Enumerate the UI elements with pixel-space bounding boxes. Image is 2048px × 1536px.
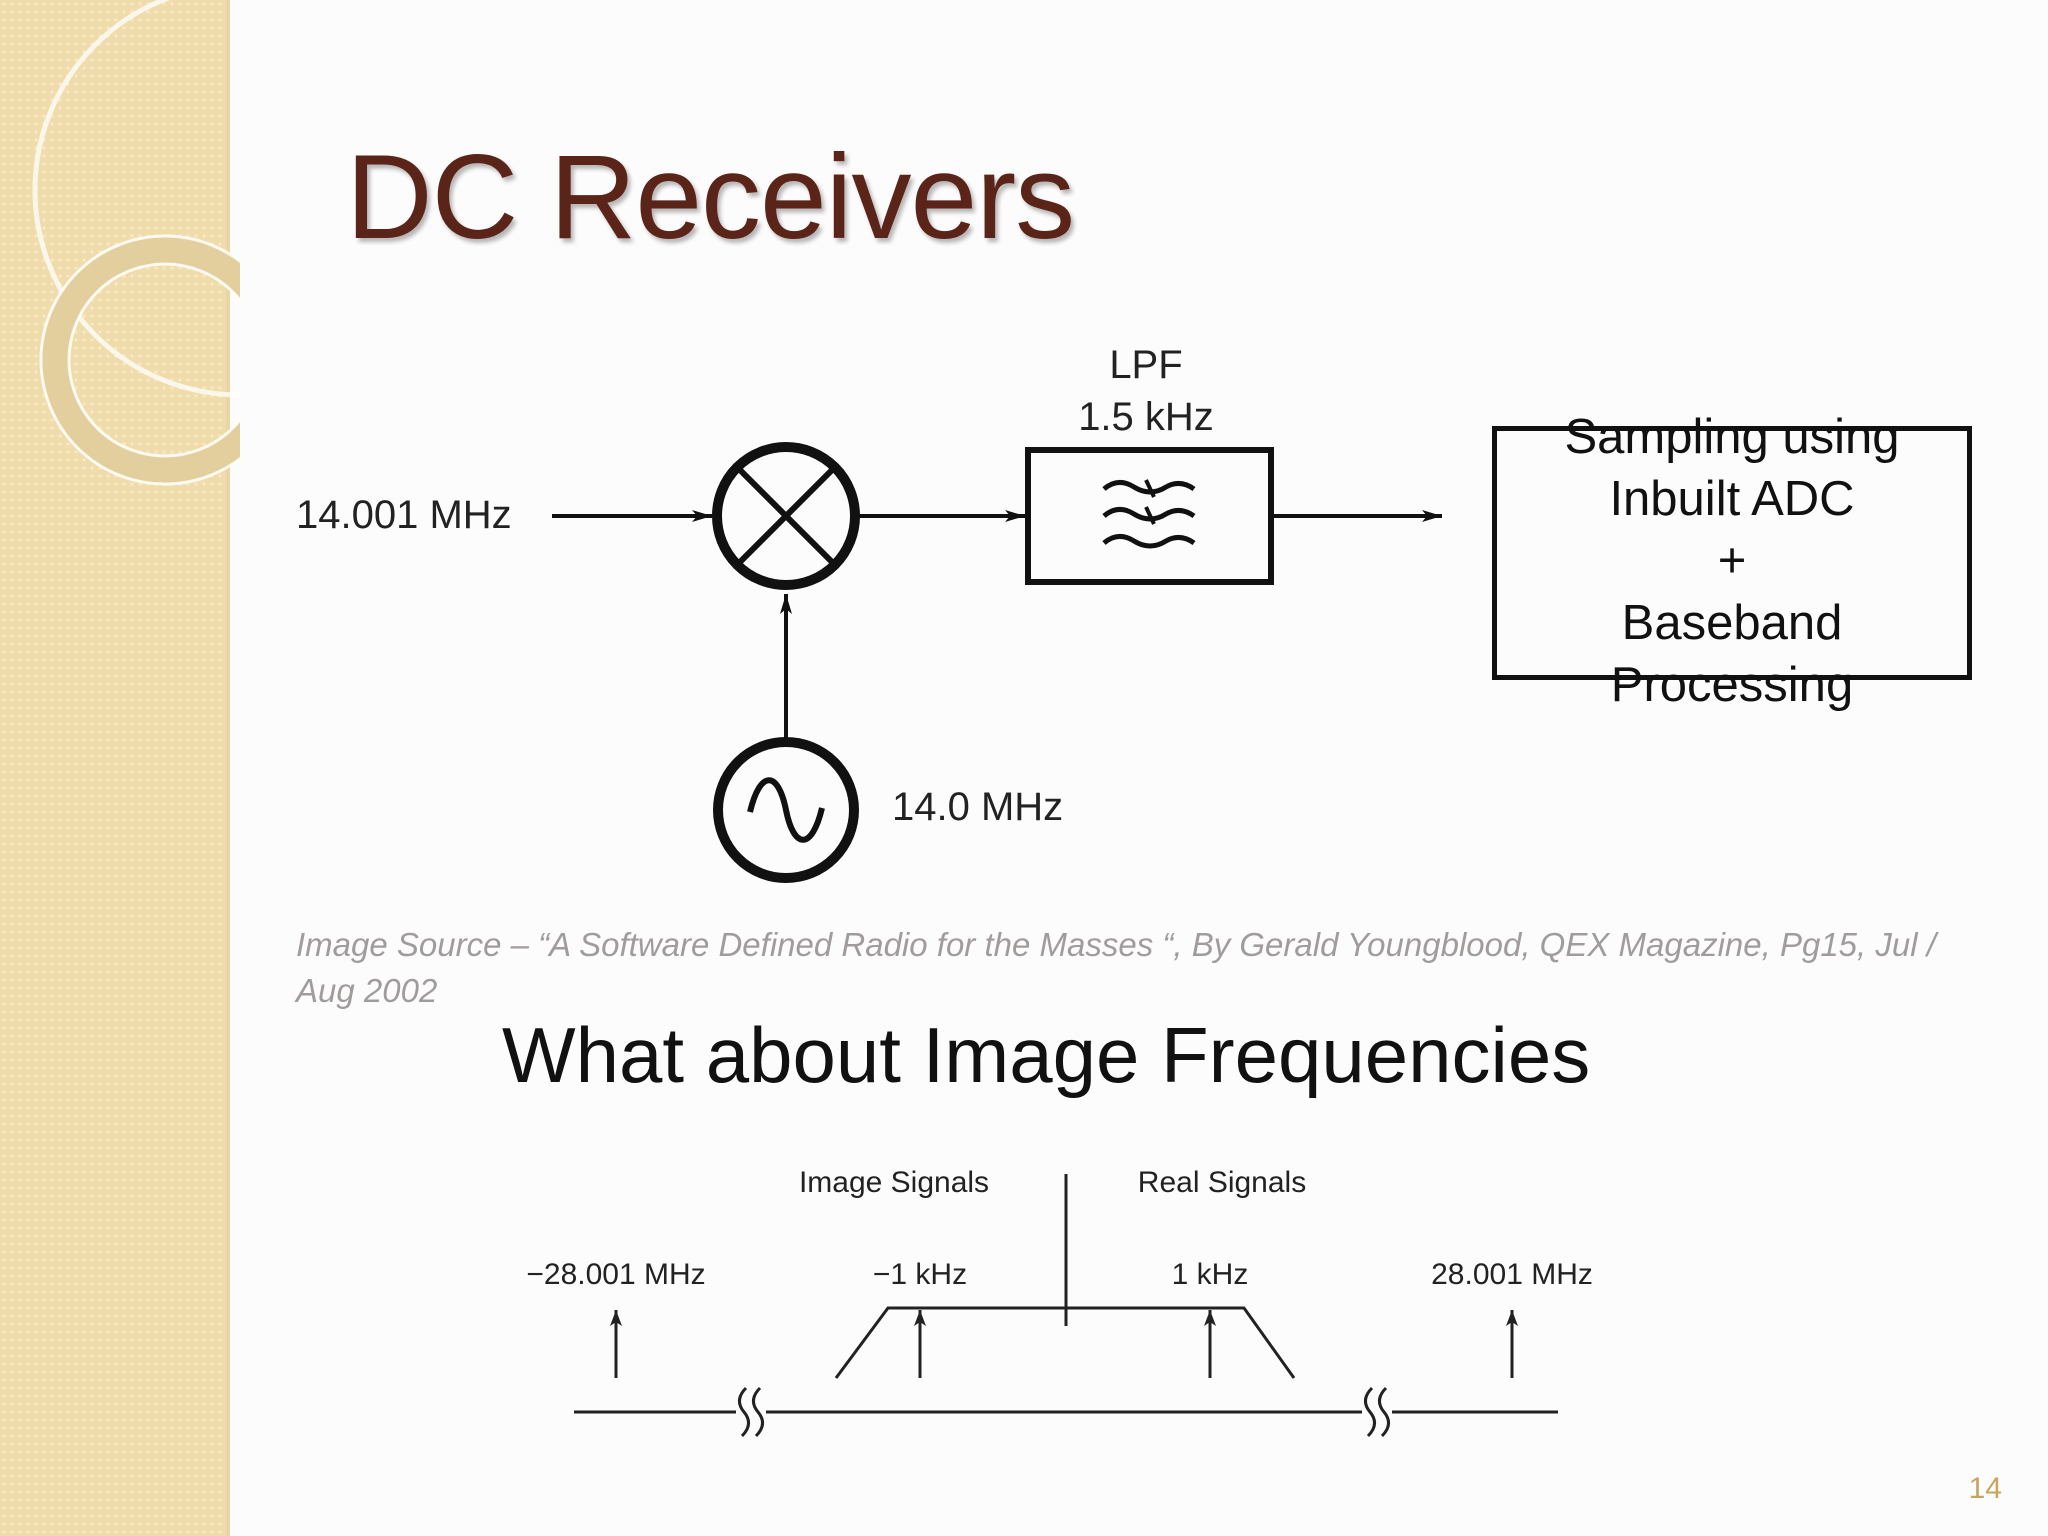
filter-bandwidth-label: 1.5 kHz bbox=[1078, 395, 1214, 439]
filter-name-label: LPF bbox=[1109, 343, 1182, 387]
mixer-icon bbox=[712, 442, 860, 590]
adc-line: Processing bbox=[1610, 658, 1854, 712]
adc-processing-box bbox=[1492, 426, 1972, 680]
freq-pos-far-label: 28.001 MHz bbox=[1431, 1258, 1593, 1291]
freq-neg-far-label: −28.001 MHz bbox=[526, 1258, 705, 1291]
page-number: 14 bbox=[1968, 1472, 2002, 1505]
sidebar-edge bbox=[226, 0, 230, 1536]
adc-line: Baseband bbox=[1621, 596, 1843, 650]
real-signals-label: Real Signals bbox=[1138, 1166, 1306, 1199]
adc-line: Sampling using bbox=[1564, 410, 1900, 464]
freq-neg-near-label: −1 kHz bbox=[873, 1258, 967, 1291]
mixer-block-diagram: 14.001 MHz LPF 1.5 kHz 14.0 MHz bbox=[296, 343, 1442, 883]
image-signals-label: Image Signals bbox=[799, 1166, 989, 1199]
oscillator-frequency-label: 14.0 MHz bbox=[892, 785, 1063, 829]
decorative-rings bbox=[32, 0, 240, 486]
frequency-axis bbox=[574, 1386, 1558, 1438]
spectrum-diagram: Image Signals Real Signals −28.001 MHz −… bbox=[526, 1166, 1593, 1438]
low-pass-filter-icon bbox=[1025, 447, 1274, 585]
adc-line: Inbuilt ADC bbox=[1609, 472, 1855, 526]
image-source-caption: Image Source – “A Software Defined Radio… bbox=[296, 926, 1936, 1009]
adc-line: + bbox=[1717, 534, 1747, 588]
adc-processing-text: Sampling using Inbuilt ADC + Baseband Pr… bbox=[1452, 406, 2012, 716]
oscillator-icon bbox=[713, 737, 859, 883]
input-frequency-label: 14.001 MHz bbox=[296, 493, 512, 537]
section-subheading: What about Image Frequencies bbox=[502, 1011, 1591, 1099]
slide-title: DC Receivers bbox=[346, 130, 1075, 264]
passband-trapezoid bbox=[834, 1306, 1296, 1379]
freq-pos-near-label: 1 kHz bbox=[1172, 1258, 1249, 1291]
